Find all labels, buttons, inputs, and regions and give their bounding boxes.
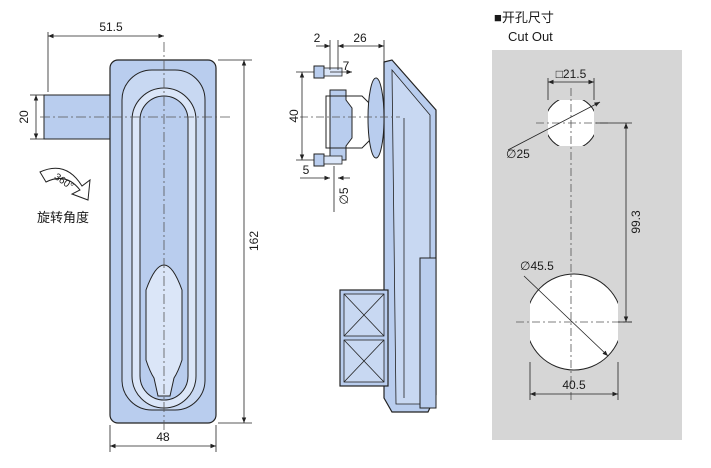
big-hole <box>530 273 618 371</box>
dim-flat-width: 40.5 <box>562 378 586 392</box>
dim-handle-height: 20 <box>17 110 31 124</box>
dim-7: 7 <box>343 59 350 73</box>
dim-width-bottom: 48 <box>156 430 170 444</box>
cutout-view: ■开孔尺寸 Cut Out □21.5 ∅25 ∅45.5 99.3 <box>492 10 682 440</box>
dim-5: 5 <box>303 163 310 177</box>
cutout-title-cn: ■开孔尺寸 <box>494 10 554 25</box>
dim-square: □21.5 <box>556 67 587 81</box>
dim-total-height: 162 <box>247 231 261 251</box>
dim-width-top: 51.5 <box>99 20 123 34</box>
dim-big-dia: ∅45.5 <box>520 259 554 273</box>
dim-2: 2 <box>314 31 321 45</box>
cutout-title-en: Cut Out <box>508 29 553 44</box>
dim-26: 26 <box>353 31 367 45</box>
dim-small-dia: ∅25 <box>506 147 530 161</box>
dim-phi5: ∅5 <box>337 187 351 204</box>
rotation-arrow-icon <box>39 167 91 201</box>
dim-spacing: 99.3 <box>629 210 643 234</box>
front-view: 51.5 20 162 48 360° 旋转角度 <box>17 20 261 452</box>
side-view: 2 26 7 40 5 ∅5 <box>287 31 437 413</box>
dim-40: 40 <box>287 109 301 123</box>
rotation-label: 旋转角度 <box>37 210 89 225</box>
mounting-clip <box>329 89 353 161</box>
